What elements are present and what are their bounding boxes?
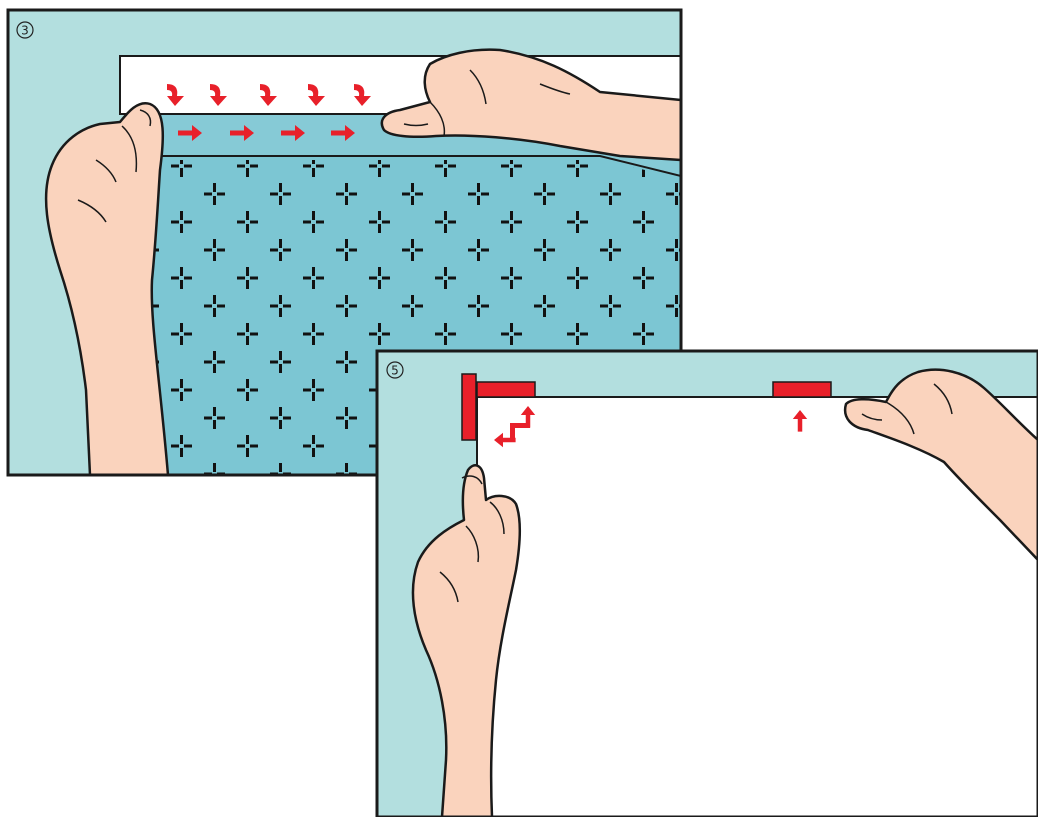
panel-5-border — [375, 349, 1038, 817]
hand-icon — [44, 101, 170, 475]
hand-icon — [380, 48, 681, 162]
step-5-panel: 5 — [375, 349, 1038, 817]
arrow-icon — [494, 432, 516, 448]
step-5-badge: 5 — [386, 361, 404, 379]
left-hand — [411, 464, 522, 817]
arrow-icon — [520, 406, 536, 428]
step-3-number: 3 — [21, 24, 29, 38]
arrow-icon — [792, 410, 808, 432]
smooth-right-arrows — [178, 125, 355, 141]
lining-fabric — [476, 396, 1038, 817]
right-hand — [843, 368, 1038, 562]
hand-icon — [411, 464, 522, 817]
arrow-icon — [167, 84, 184, 106]
arrow-icon — [230, 125, 254, 141]
arrow-connector — [510, 423, 530, 428]
panel-3-border — [6, 8, 683, 477]
red-tape-top-right — [772, 381, 832, 398]
hand-icon — [843, 368, 1038, 562]
arrow-icon — [210, 84, 227, 106]
right-hand — [380, 48, 681, 162]
arrow-icon — [281, 125, 305, 141]
red-tape-top-left — [476, 381, 536, 398]
arrow-connector — [510, 423, 515, 442]
step-3-badge: 3 — [16, 21, 34, 39]
arrow-icon — [354, 84, 371, 106]
arrow-icon — [331, 125, 355, 141]
left-hand — [44, 101, 170, 475]
arrow-icon — [308, 84, 325, 106]
press-arrows — [494, 406, 808, 448]
red-tape-vertical — [461, 373, 477, 441]
arrow-icon — [260, 84, 277, 106]
arrow-icon — [178, 125, 202, 141]
step-5-number: 5 — [391, 364, 399, 378]
press-down-arrows — [167, 84, 371, 106]
